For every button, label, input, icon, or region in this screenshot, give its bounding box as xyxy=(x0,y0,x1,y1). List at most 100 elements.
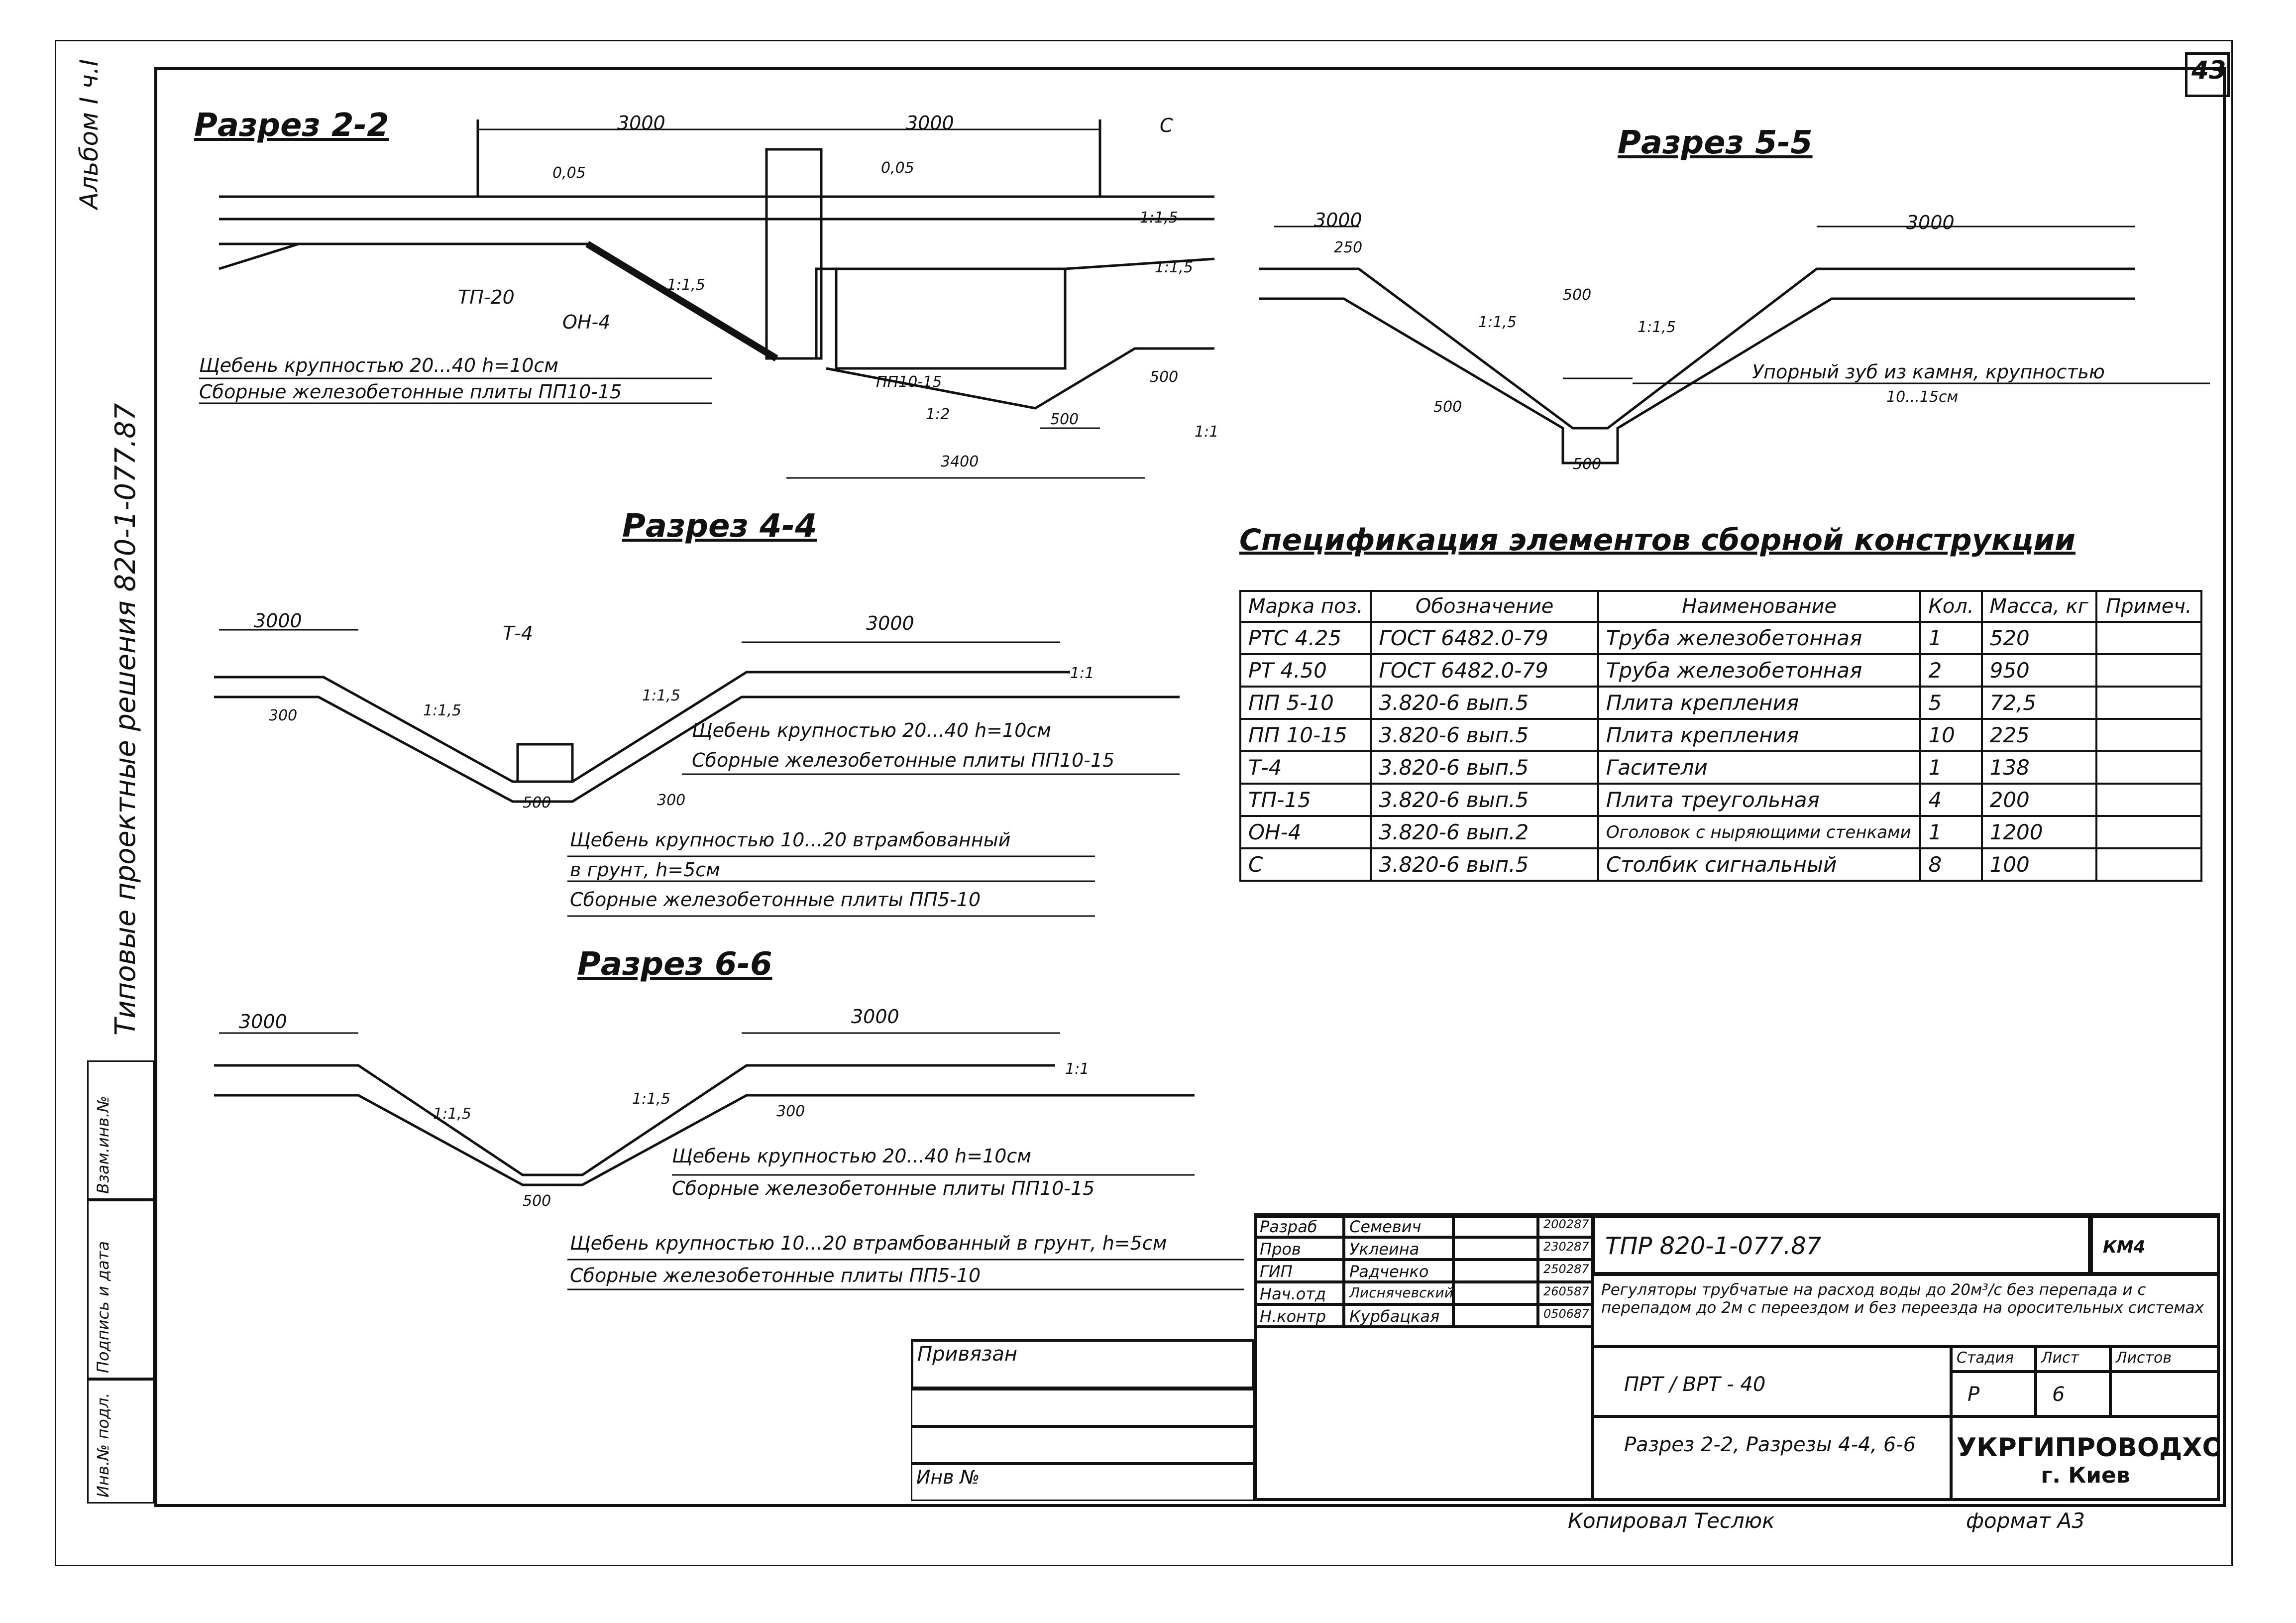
s66-slope-3: 1:1 xyxy=(1065,1060,1090,1078)
s55-dim-250: 250 xyxy=(1334,239,1363,256)
stamp-code: ТПР 820-1-077.87 xyxy=(1593,1215,2090,1275)
s22-slope-2: 0,05 xyxy=(881,159,914,177)
stamp-name-3: Лиснячевский xyxy=(1344,1282,1453,1304)
stamp-name-2: Радченко xyxy=(1344,1260,1453,1282)
stamp-date-2: 250287 xyxy=(1538,1260,1593,1282)
s66-slope-2: 1:1,5 xyxy=(632,1090,670,1108)
stamp-sign-4 xyxy=(1453,1304,1538,1327)
stamp-inv: Инв № xyxy=(911,1464,1254,1501)
s55-note-1: Упорный зуб из камня, крупностью xyxy=(1752,361,2105,383)
stamp-name-1: Уклеина xyxy=(1344,1237,1453,1260)
stamp-sheets-header: Листов xyxy=(2110,1347,2220,1372)
stamp-sign-1 xyxy=(1453,1237,1538,1260)
s66-slope-1: 1:1,5 xyxy=(433,1105,471,1123)
stamp-role-2: ГИП xyxy=(1254,1260,1344,1282)
stamp-drawing: Разрез 2-2, Разрезы 4-4, 6-6 xyxy=(1593,1416,1951,1501)
stamp-date-3: 260587 xyxy=(1538,1282,1593,1304)
stamp-grid-row-2 xyxy=(911,1426,1254,1464)
spec-header-designation: Обозначение xyxy=(1370,590,1599,623)
s22-label-3: 1:1,5 xyxy=(1155,259,1193,276)
stamp-sheets xyxy=(2110,1372,2220,1416)
s22-dim-1: 3000 xyxy=(617,112,665,134)
stamp-sheet-header: Лист xyxy=(2036,1347,2110,1372)
spec-header-note: Примеч. xyxy=(2095,590,2203,623)
inner-frame xyxy=(154,67,2226,1507)
s44-note-2: Сборные железобетонные плиты ПП10-15 xyxy=(692,749,1115,771)
s66-note-2: Сборные железобетонные плиты ПП10-15 xyxy=(672,1177,1095,1199)
section-5-5-title: Разрез 5-5 xyxy=(1618,124,1813,161)
stamp-role-4: Н.контр xyxy=(1254,1304,1344,1327)
s22-label-pp: ПП10-15 xyxy=(876,373,942,391)
s44-dim-300: 300 xyxy=(269,707,298,724)
section-4-4-title: Разрез 4-4 xyxy=(622,508,817,545)
stamp-mark: КМ4 xyxy=(2090,1215,2220,1275)
s55-dim-500b: 500 xyxy=(1433,398,1462,416)
s22-label-1: 1:1,5 xyxy=(667,276,705,294)
s44-slope-2: 1:1,5 xyxy=(642,687,680,704)
s22-note-1: Щебень крупностью 20...40 h=10см xyxy=(199,354,558,376)
s55-dim-2: 3000 xyxy=(1906,212,1955,233)
side-cell-2: Подпись и дата xyxy=(87,1200,154,1379)
stamp-date-4: 050687 xyxy=(1538,1304,1593,1327)
stamp-object: ПРТ / ВРТ - 40 xyxy=(1593,1347,1951,1416)
spec-header-name: Наименование xyxy=(1597,590,1922,623)
s44-note-4: в грунт, h=5см xyxy=(570,859,720,881)
s44-dim-1: 3000 xyxy=(254,610,302,632)
s44-dim-2: 3000 xyxy=(866,612,914,634)
s22-dim-2: 3000 xyxy=(906,112,954,134)
s22-dim-3400: 3400 xyxy=(941,453,979,470)
stamp-stage: Р xyxy=(1951,1372,2036,1416)
stamp-org-cell: УКРГИПРОВОДХОЗ г. Киев xyxy=(1951,1416,2220,1501)
spec-header-qty: Кол. xyxy=(1919,590,1983,623)
side-cell-3: Инв.№ подл. xyxy=(87,1379,154,1504)
s55-slope-2: 1:1,5 xyxy=(1638,319,1676,336)
side-cell-1: Взам.инв.№ xyxy=(87,1060,154,1200)
s66-note-1: Щебень крупностью 20...40 h=10см xyxy=(672,1145,1031,1167)
spec-header-row: Марка поз. Обозначение Наименование Кол.… xyxy=(1239,590,2203,623)
s22-c: С xyxy=(1160,115,1173,136)
s44-slope-3: 1:1 xyxy=(1070,665,1094,682)
outer-frame xyxy=(55,40,2233,1566)
footer-format: формат А3 xyxy=(1966,1508,2085,1533)
s44-dim-500: 500 xyxy=(523,794,551,812)
s22-dim-500a: 500 xyxy=(1050,411,1079,428)
sheet-number: 43 xyxy=(2185,52,2230,97)
s22-slope-1: 0,05 xyxy=(552,164,586,182)
spec-header-mass: Масса, кг xyxy=(1980,590,2097,623)
stamp-grid-row-1 xyxy=(911,1389,1254,1426)
s22-label-tp: ТП-20 xyxy=(458,286,515,308)
stamp-city: г. Киев xyxy=(2041,1463,2130,1488)
stamp-sign-3 xyxy=(1453,1282,1538,1304)
s44-dim-300b: 300 xyxy=(657,792,686,809)
spec-header-mark: Марка поз. xyxy=(1239,590,1372,623)
s66-note-3: Щебень крупностью 10...20 втрамбованный … xyxy=(570,1232,1167,1254)
s44-note-1: Щебень крупностью 20...40 h=10см xyxy=(692,719,1051,741)
stamp-date-0: 200287 xyxy=(1538,1215,1593,1237)
s66-dim-2: 3000 xyxy=(851,1006,899,1028)
s22-label-12: 1:2 xyxy=(926,406,950,423)
stamp-sheet: 6 xyxy=(2036,1372,2110,1416)
s55-dim-500a: 500 xyxy=(1563,286,1592,304)
spec-table: Марка поз. Обозначение Наименование Кол.… xyxy=(1239,590,2203,882)
s44-note-5: Сборные железобетонные плиты ПП5-10 xyxy=(570,889,981,911)
s22-note-2: Сборные железобетонные плиты ПП10-15 xyxy=(199,381,622,403)
s22-dim-500b: 500 xyxy=(1150,368,1179,386)
spec-title: Спецификация элементов сборной конструкц… xyxy=(1239,523,2076,558)
stamp-bound: Привязан xyxy=(911,1339,1254,1389)
stamp-org: УКРГИПРОВОДХОЗ xyxy=(1957,1433,2220,1463)
stamp-name-0: Семевич xyxy=(1344,1215,1453,1237)
s66-dim-1: 3000 xyxy=(239,1011,287,1033)
s55-slope-1: 1:1,5 xyxy=(1478,314,1517,331)
stamp-date-1: 230287 xyxy=(1538,1237,1593,1260)
s44-t4: Т-4 xyxy=(503,622,534,644)
stamp-sign-2 xyxy=(1453,1260,1538,1282)
s66-note-4: Сборные железобетонные плиты ПП5-10 xyxy=(570,1265,981,1286)
